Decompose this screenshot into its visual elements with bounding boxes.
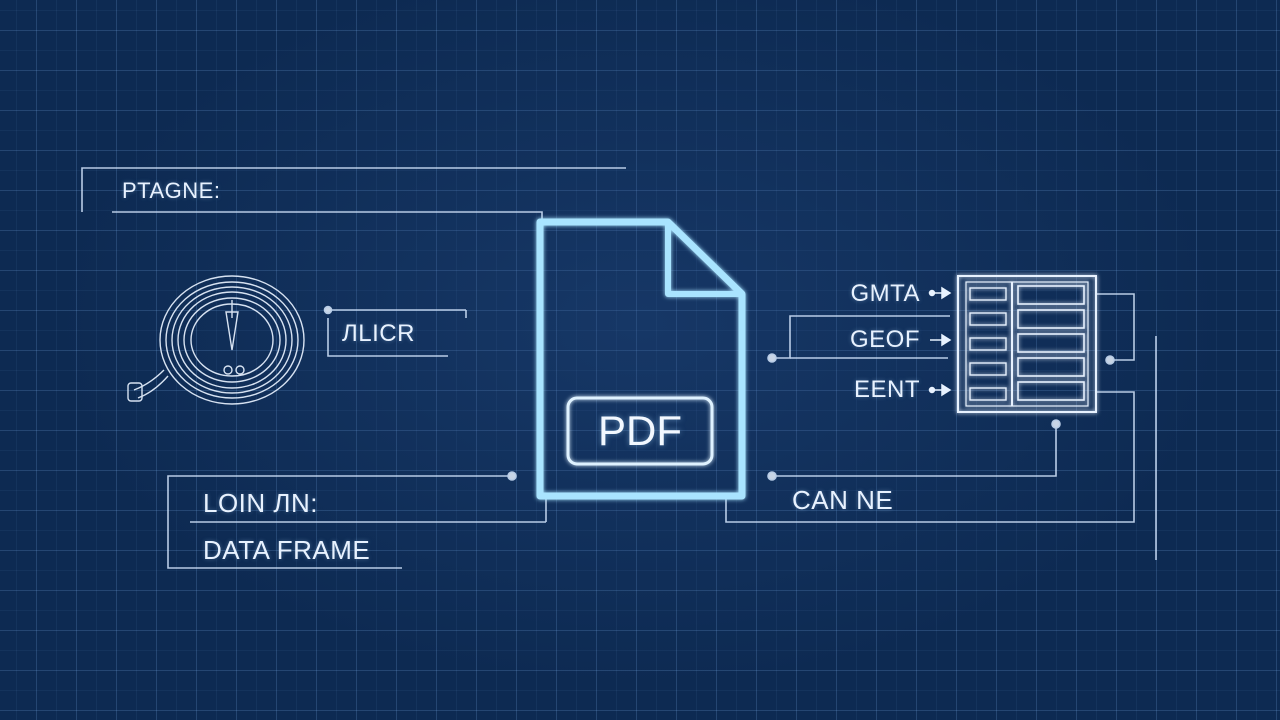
data-table-icon [957, 275, 1097, 413]
right-connectors [725, 293, 1157, 560]
label-right-1: GMTA [850, 280, 920, 307]
pdf-document-icon [536, 218, 746, 500]
label-bottom-right: CAN NE [792, 485, 894, 515]
pdf-badge-label: PDF [598, 407, 682, 454]
label-right-3: EENT [853, 376, 920, 403]
mid-left-connector [323, 305, 467, 357]
label-top-left: PTAGNE: [122, 178, 221, 203]
label-right-2: GEOF [849, 326, 920, 353]
arrow-markers [928, 286, 952, 397]
cable-coil-icon [127, 275, 305, 405]
bottom-left-frame [167, 471, 547, 569]
label-bottom-left-1: LOIN ЛN: [203, 488, 318, 518]
label-mid-left: ЛLICR [342, 320, 415, 347]
label-data-frame: DATA FRAME [203, 535, 371, 565]
